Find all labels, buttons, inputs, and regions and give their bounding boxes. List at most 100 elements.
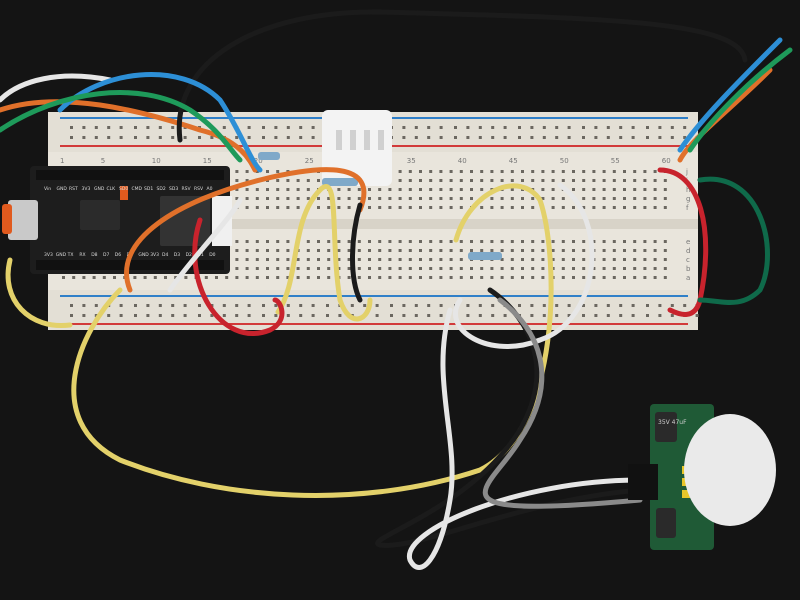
- mcu-pin-label: GND: [56, 252, 67, 258]
- mcu-pin-label: TX: [67, 252, 74, 258]
- breadboard-hole: [653, 188, 657, 191]
- rail-hole: [183, 304, 187, 307]
- breadboard-hole: [276, 179, 280, 182]
- breadboard-hole: [368, 249, 371, 252]
- rail-hole: [262, 304, 265, 307]
- rail-hole: [414, 136, 418, 139]
- breadboard-hole: [582, 240, 586, 243]
- breadboard-hole: [582, 267, 586, 270]
- breadboard-hole: [480, 249, 484, 252]
- breadboard-hole: [521, 170, 524, 173]
- rail-hole: [670, 304, 674, 307]
- breadboard-hole: [623, 179, 626, 182]
- rail-hole: [82, 126, 86, 129]
- breadboard-hole: [398, 249, 402, 252]
- breadboard-hole: [480, 179, 484, 182]
- breadboard-hole: [235, 276, 239, 279]
- rail-hole: [542, 136, 546, 139]
- rail-hole: [518, 304, 521, 307]
- breadboard-hole: [551, 206, 555, 209]
- rail-hole: [326, 314, 329, 317]
- breadboard-hole: [572, 258, 575, 261]
- rail-hole: [299, 304, 303, 307]
- breadboard-hole: [551, 258, 555, 261]
- rail-hole: [567, 136, 571, 139]
- rail-hole: [390, 304, 393, 307]
- breadboard-hole: [408, 267, 412, 270]
- rail-hole: [439, 314, 443, 317]
- breadboard-hole: [235, 188, 239, 191]
- rail-hole: [631, 314, 635, 317]
- breadboard-hole: [408, 197, 412, 200]
- breadboard-hole: [306, 267, 310, 270]
- breadboard-hole: [286, 258, 290, 261]
- breadboard-hole: [561, 240, 565, 243]
- breadboard-hole: [612, 170, 616, 173]
- breadboard-hole: [286, 179, 290, 182]
- mcu-pin-label: 3V3: [44, 252, 53, 258]
- rail-hole: [582, 304, 585, 307]
- breadboard-hole: [388, 240, 392, 243]
- rail-hole: [606, 126, 610, 129]
- breadboard-hole: [459, 197, 463, 200]
- rail-hole: [478, 136, 482, 139]
- breadboard-hole: [449, 188, 453, 191]
- breadboard-hole: [510, 206, 514, 209]
- breadboard-hole: [449, 249, 453, 252]
- breadboard-hole: [521, 276, 524, 279]
- rail-hole: [119, 304, 123, 307]
- breadboard-hole: [429, 170, 433, 173]
- breadboard-hole: [286, 276, 290, 279]
- breadboard-hole: [235, 197, 239, 200]
- breadboard-hole: [317, 276, 320, 279]
- rail-hole: [107, 136, 111, 139]
- rail-hole: [222, 304, 226, 307]
- breadboard-hole: [408, 179, 412, 182]
- rail-hole: [491, 136, 495, 139]
- breadboard-hole: [541, 188, 545, 191]
- breadboard-hole: [521, 267, 524, 270]
- rail-hole: [299, 314, 303, 317]
- breadboard-hole: [623, 240, 626, 243]
- rail-hole: [247, 304, 251, 307]
- breadboard-hole: [317, 197, 320, 200]
- breadboard-hole: [306, 258, 310, 261]
- rail-hole: [491, 314, 495, 317]
- usb-serial-chip: [80, 200, 120, 230]
- breadboard-hole: [633, 276, 637, 279]
- white-wire-1: [453, 182, 595, 349]
- column-number: 60: [662, 157, 671, 165]
- breadboard-hole: [327, 197, 331, 200]
- rail-hole: [70, 314, 73, 317]
- rail-hole: [70, 126, 73, 129]
- breadboard-hole: [388, 267, 392, 270]
- breadboard-hole: [643, 206, 647, 209]
- breadboard-hole: [398, 179, 402, 182]
- breadboard-hole: [490, 240, 494, 243]
- rail-hole: [286, 304, 290, 307]
- rail-hole: [158, 304, 162, 307]
- breadboard-hole: [561, 267, 565, 270]
- breadboard-hole: [500, 249, 504, 252]
- rail-hole: [594, 126, 598, 129]
- breadboard-hole: [235, 267, 239, 270]
- rail-hole: [375, 314, 379, 317]
- resistor-2: [468, 252, 502, 260]
- breadboard-hole: [521, 197, 524, 200]
- breadboard-hole: [317, 179, 320, 182]
- breadboard-hole: [337, 258, 341, 261]
- breadboard-hole: [531, 258, 535, 261]
- rail-hole: [658, 126, 662, 129]
- breadboard-hole: [612, 197, 616, 200]
- rail-hole: [658, 314, 662, 317]
- breadboard-hole: [643, 240, 647, 243]
- breadboard-hole: [643, 197, 647, 200]
- rail-hole: [171, 304, 175, 307]
- breadboard-hole: [306, 197, 310, 200]
- grey-wire-pir: [482, 297, 643, 509]
- breadboard-hole: [623, 197, 626, 200]
- breadboard-hole: [459, 188, 463, 191]
- column-number: 50: [560, 157, 569, 165]
